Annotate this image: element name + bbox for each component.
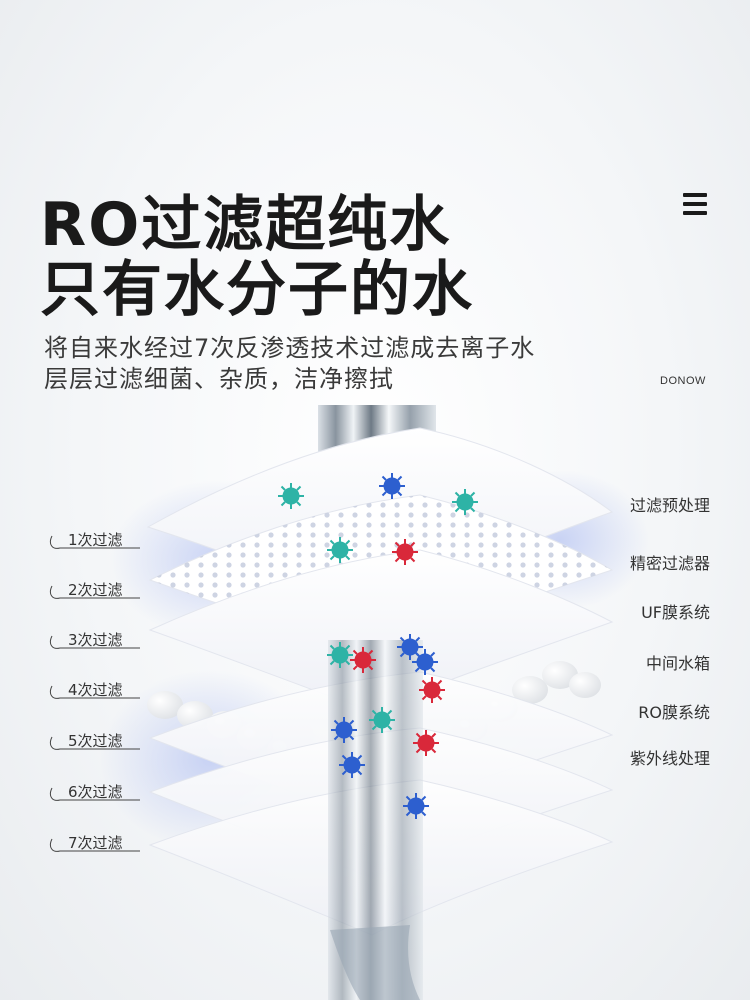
headline-line-2: 只有水分子的水 — [40, 255, 474, 325]
brand-logo-text: DONOW — [660, 375, 706, 387]
filter-stage-label-3: UF膜系统 — [641, 603, 710, 622]
filter-step-label-5: 5次过滤 — [68, 732, 123, 750]
filter-stage-label-5: RO膜系统 — [638, 703, 710, 722]
filter-step-label-6: 6次过滤 — [68, 783, 123, 801]
filter-step-label-2: 2次过滤 — [68, 581, 123, 599]
filter-step-label-7: 7次过滤 — [68, 834, 123, 852]
filter-step-label-4: 4次过滤 — [68, 681, 123, 699]
filter-stage-label-6: 紫外线处理 — [629, 749, 710, 768]
subtitle-line-1: 将自来水经过7次反渗透技术过滤成去离子水 — [44, 334, 536, 362]
subtitle-line-2: 层层过滤细菌、杂质，洁净擦拭 — [44, 365, 394, 393]
hamburger-menu-icon[interactable] — [683, 192, 707, 216]
headline-line-1: RO过滤超纯水 — [40, 190, 452, 260]
filter-step-label-3: 3次过滤 — [68, 631, 123, 649]
filter-step-label-1: 1次过滤 — [68, 531, 123, 549]
filter-stage-label-2: 精密过滤器 — [629, 554, 710, 573]
filter-stage-label-1: 过滤预处理 — [629, 496, 710, 515]
filter-stage-label-4: 中间水箱 — [645, 654, 710, 673]
